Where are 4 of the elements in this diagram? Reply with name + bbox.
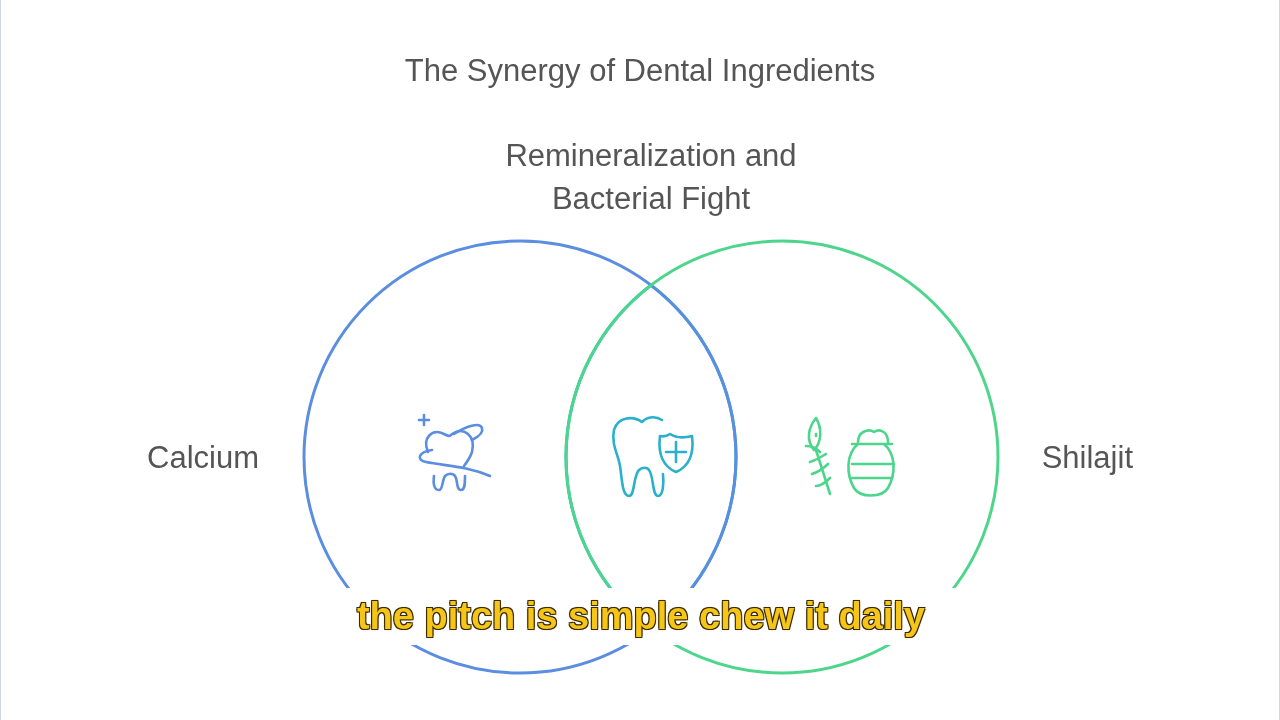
overlap-heading: Remineralization and Bacterial Fight — [504, 137, 798, 218]
diagram-title: The Synergy of Dental Ingredients — [403, 52, 877, 90]
circle-label: Shilajit — [1041, 439, 1133, 477]
circle-label: Calcium — [147, 439, 259, 477]
